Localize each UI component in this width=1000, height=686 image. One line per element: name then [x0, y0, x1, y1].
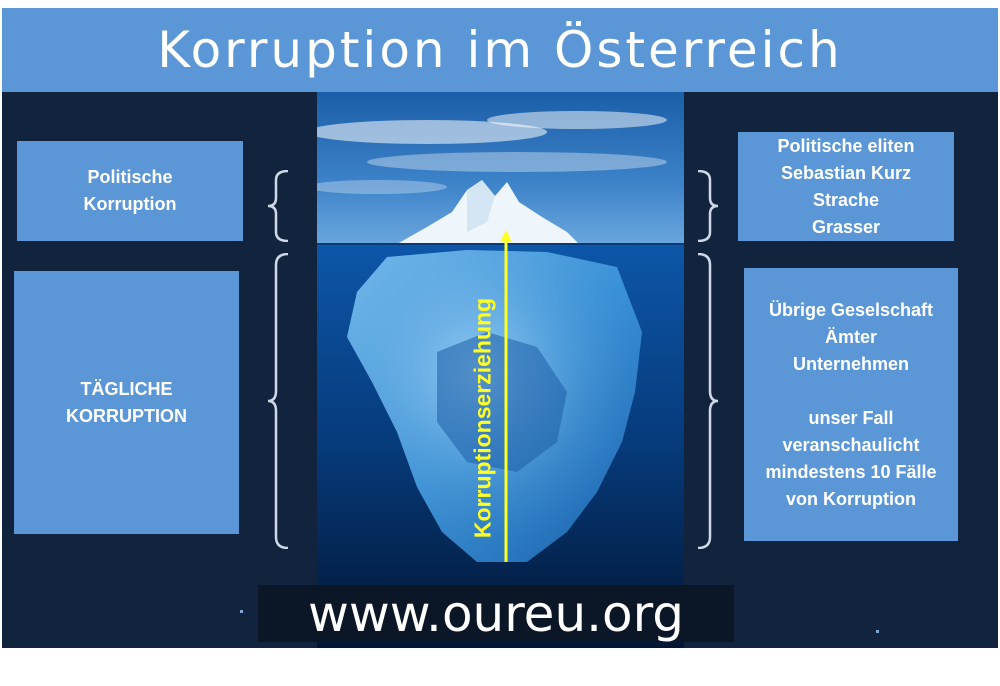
box-line: KORRUPTION	[66, 405, 187, 426]
box-line: Ämter	[824, 326, 877, 347]
box-line: Politische	[87, 167, 173, 187]
box-line: Politische eliten	[777, 135, 915, 156]
left-brace-bottom-icon	[267, 253, 289, 549]
right-brace-bottom-icon	[697, 253, 719, 549]
box-line: Unternehmen	[792, 353, 909, 374]
box-line: von Korruption	[786, 488, 916, 509]
box-line: unser Fall	[808, 407, 894, 428]
political-corruption-box: Politische Korruption	[17, 141, 243, 241]
iceberg-image	[317, 92, 684, 648]
right-brace-top-icon	[697, 170, 719, 242]
decorative-dot	[876, 630, 879, 633]
decorative-dot	[240, 610, 243, 613]
box-line: mindestens 10 Fälle	[765, 461, 937, 482]
arrow-up-icon	[500, 230, 512, 562]
box-line: Grasser	[811, 216, 881, 237]
society-box: Übrige Geselschaft Ämter Unternehmen uns…	[744, 268, 958, 541]
left-brace-top-icon	[267, 170, 289, 242]
box-line: Sebastian Kurz	[780, 162, 912, 183]
box-line: TÄGLICHE	[80, 378, 173, 399]
box-line: Übrige Geselschaft	[768, 299, 934, 320]
political-elites-box: Politische eliten Sebastian Kurz Strache…	[738, 132, 954, 241]
box-line: Korruption	[83, 194, 177, 214]
box-line: Strache	[812, 189, 880, 210]
page-title: Korruption im Österreich	[2, 8, 998, 92]
box-line: veranschaulicht	[782, 434, 920, 455]
daily-corruption-box: TÄGLICHE KORRUPTION	[14, 271, 239, 534]
page-title-text: Korruption im Österreich	[157, 21, 843, 79]
website-url-box: www.oureu.org	[258, 584, 734, 643]
website-url: www.oureu.org	[307, 584, 685, 643]
arrow-label: Korruptionserziehung	[469, 297, 496, 539]
